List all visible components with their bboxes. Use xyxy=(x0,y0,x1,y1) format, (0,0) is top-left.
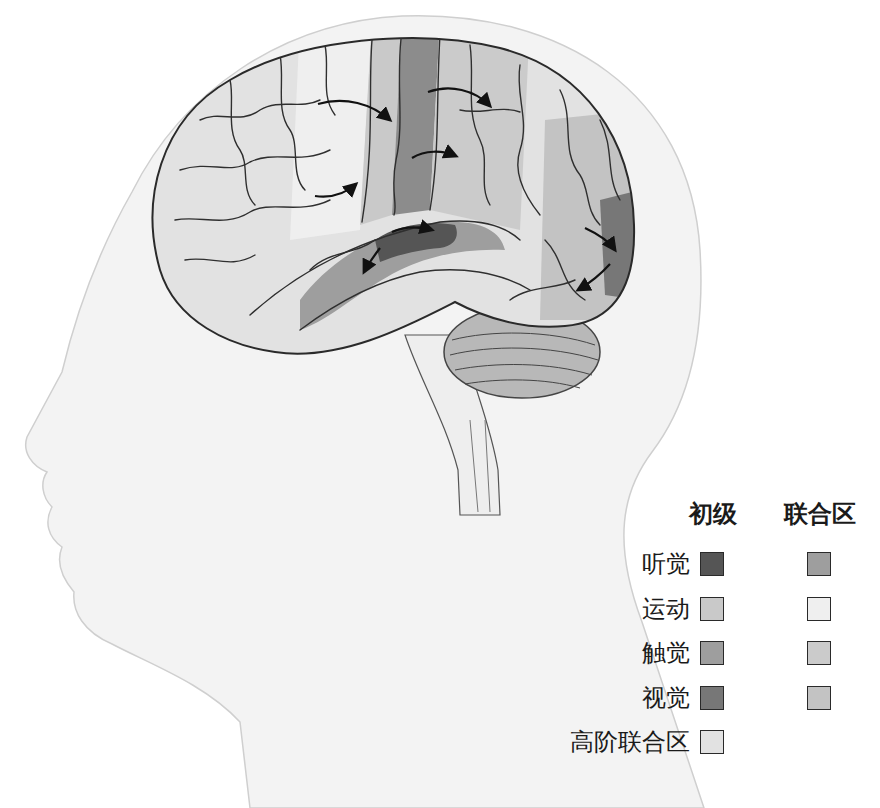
legend-swatch xyxy=(700,641,724,665)
legend-label: 听觉 xyxy=(642,550,690,578)
legend-label: 视觉 xyxy=(642,684,690,712)
legend-swatch xyxy=(700,730,724,754)
association-swatch xyxy=(807,552,831,576)
legend-label: 运动 xyxy=(642,595,690,623)
head-silhouette xyxy=(26,16,704,808)
legend-swatch xyxy=(700,686,724,710)
gyri-lines xyxy=(175,30,620,330)
legend-swatch xyxy=(700,552,724,576)
association-swatch xyxy=(807,597,831,621)
flow-arrows xyxy=(315,88,615,290)
legend-label: 触觉 xyxy=(642,639,690,667)
association-swatch xyxy=(807,686,831,710)
legend-label: 高阶联合区 xyxy=(570,728,690,756)
legend-column-header: 联合区 xyxy=(784,500,856,528)
legend-swatch xyxy=(700,597,724,621)
legend-column-header: 初级 xyxy=(689,500,737,528)
association-swatch xyxy=(807,641,831,665)
brainstem-line xyxy=(470,420,490,512)
brain-outline xyxy=(153,38,634,354)
